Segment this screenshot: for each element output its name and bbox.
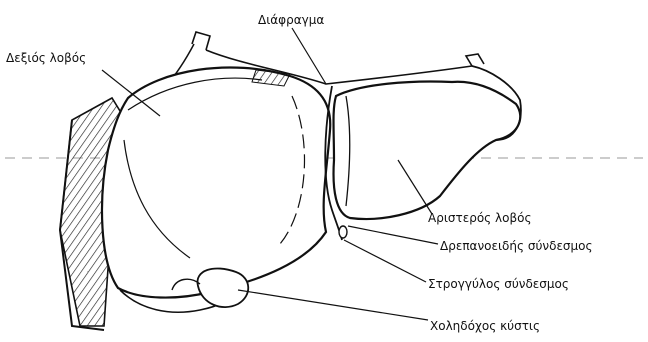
- right-lobe: [102, 67, 330, 297]
- leader-round-ligament: [344, 240, 426, 282]
- label-gallbladder: Χοληδόχος κύστις: [430, 319, 540, 333]
- gallbladder-shape: [197, 268, 248, 307]
- label-right-lobe: Δεξιός λοβός: [6, 51, 86, 65]
- label-left-lobe: Αριστερός λοβός: [428, 211, 532, 225]
- left-lobe: [334, 82, 521, 220]
- label-falciform-ligament: Δρεπανοειδής σύνδεσμος: [440, 239, 593, 253]
- leader-falciform: [348, 226, 438, 244]
- label-diaphragm: Διάφραγμα: [258, 13, 324, 27]
- leader-gallbladder: [238, 290, 428, 320]
- round-ligament: [339, 226, 347, 238]
- label-round-ligament: Στρογγύλος σύνδεσμος: [428, 277, 569, 291]
